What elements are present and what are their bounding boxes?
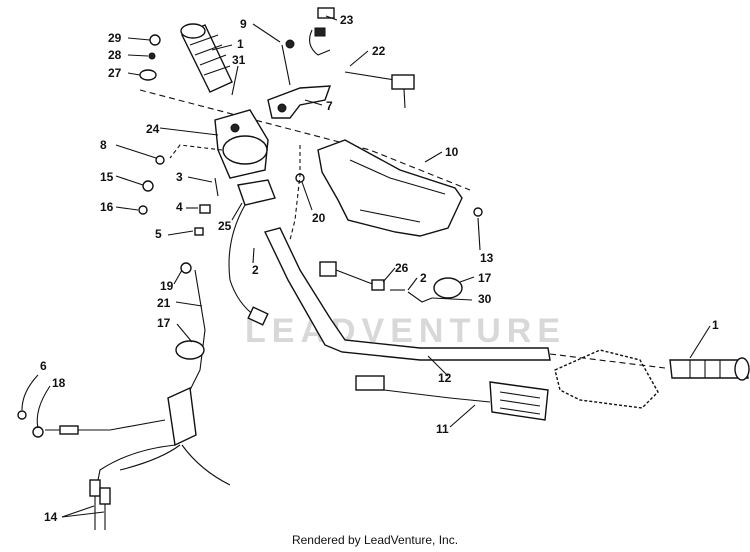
part-13 xyxy=(473,207,483,217)
part-16 xyxy=(138,205,148,215)
callout-label-33: 14 xyxy=(44,510,58,524)
part-18 xyxy=(32,426,44,438)
watermark: LEADVENTURE xyxy=(245,312,566,350)
handlebar-12 xyxy=(264,227,551,361)
callout-label-18: 20 xyxy=(312,211,326,225)
callout-label-5: 23 xyxy=(340,13,354,27)
callout-label-28: 1 xyxy=(712,318,719,332)
part-28 xyxy=(148,52,156,60)
harness-22 xyxy=(344,71,415,109)
callout-label-17: 10 xyxy=(445,145,459,159)
callout-label-1: 28 xyxy=(108,48,122,62)
callout-label-14: 4 xyxy=(176,200,183,214)
clamp-17b xyxy=(175,340,205,360)
render-credit: Rendered by LeadVenture, Inc. xyxy=(291,533,459,547)
callout-label-2: 27 xyxy=(108,66,122,80)
callout-label-13: 16 xyxy=(100,200,114,214)
part-5 xyxy=(194,227,204,236)
callout-label-8: 7 xyxy=(326,99,333,113)
bolt-9 xyxy=(281,44,291,86)
callout-label-4: 9 xyxy=(240,17,247,31)
left-grip xyxy=(180,23,233,93)
part-6 xyxy=(17,410,27,420)
callout-label-15: 5 xyxy=(155,227,162,241)
lever-part-7 xyxy=(267,85,332,119)
right-grip-1 xyxy=(669,357,750,381)
part-3 xyxy=(214,177,219,197)
throttle-body-25 xyxy=(228,179,276,326)
harness-11 xyxy=(355,375,549,421)
callout-label-20: 2 xyxy=(252,263,259,277)
part-15 xyxy=(142,180,154,192)
callout-label-6: 31 xyxy=(232,53,246,67)
callout-label-7: 22 xyxy=(372,44,386,58)
callout-label-9: 24 xyxy=(146,122,160,136)
cable-junction xyxy=(45,386,231,491)
callout-label-29: 6 xyxy=(40,359,47,373)
callout-label-12: 15 xyxy=(100,170,114,184)
guide-line xyxy=(139,89,471,191)
handlebar-pad-10 xyxy=(317,139,463,237)
throttle-housing xyxy=(214,109,269,179)
callout-label-32: 11 xyxy=(436,422,449,436)
callout-labels: 29 28 27 1 9 23 31 22 7 24 8 3 15 16 4 5… xyxy=(21,13,719,524)
callout-label-24: 17 xyxy=(478,271,492,285)
callout-label-3: 1 xyxy=(237,37,244,51)
part-29 xyxy=(149,34,161,46)
callout-label-27: 17 xyxy=(157,316,171,330)
fittings-14 xyxy=(89,479,111,530)
callout-label-11: 3 xyxy=(176,170,183,184)
right-lever-assembly xyxy=(554,349,659,409)
part-19 xyxy=(180,262,192,274)
connector-26 xyxy=(319,261,337,277)
callout-label-21: 19 xyxy=(160,279,174,293)
callout-label-31: 12 xyxy=(438,371,452,385)
callout-label-26: 30 xyxy=(478,292,492,306)
callout-label-19: 13 xyxy=(480,251,494,265)
callout-label-23: 2 xyxy=(420,271,427,285)
callout-label-16: 25 xyxy=(218,219,232,233)
callout-label-10: 8 xyxy=(100,138,107,152)
part-27 xyxy=(139,69,157,81)
clamp-17 xyxy=(433,277,463,299)
part-30 xyxy=(407,291,433,303)
callout-label-0: 29 xyxy=(108,31,122,45)
part-4 xyxy=(199,204,211,214)
callout-label-22: 26 xyxy=(395,261,409,275)
part-8 xyxy=(155,155,165,165)
switch-23 xyxy=(317,7,335,19)
callout-label-30: 18 xyxy=(52,376,66,390)
callout-label-25: 21 xyxy=(157,296,171,310)
cable-21 xyxy=(189,269,206,391)
